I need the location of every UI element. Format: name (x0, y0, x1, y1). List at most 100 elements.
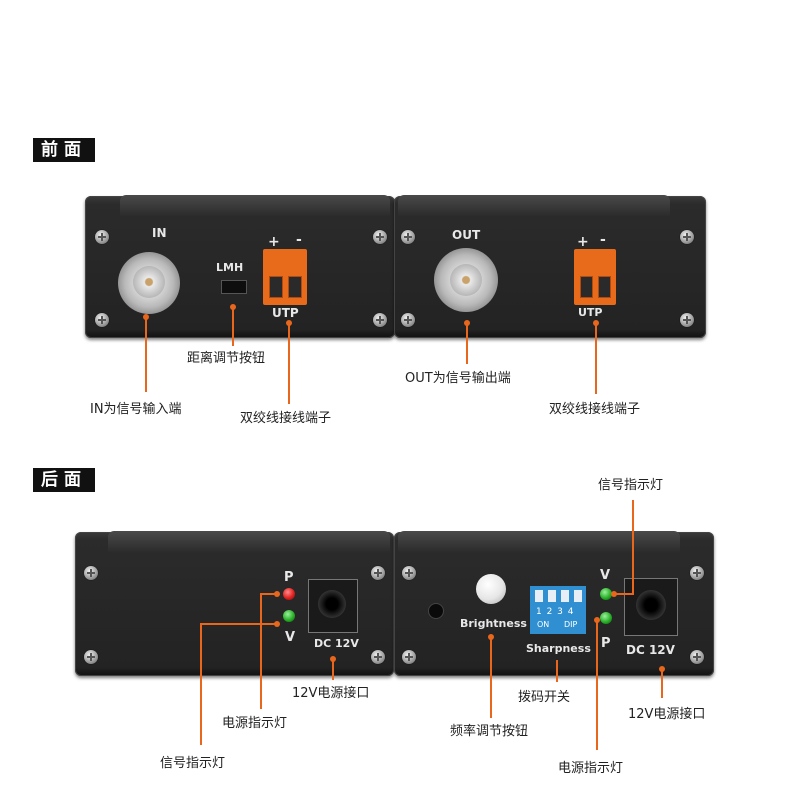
power-port-right-annotation: 12V电源接口 (628, 707, 706, 722)
screw-icon (371, 566, 385, 580)
signal-led-label-right: V (600, 568, 611, 583)
annotation-line (260, 593, 262, 709)
dc-jack-hole (636, 590, 666, 620)
annotation-line (632, 500, 634, 594)
screw-icon (680, 313, 694, 327)
screw-icon (84, 650, 98, 664)
annotation-dot (593, 320, 599, 326)
power-led-label-left: P (284, 570, 294, 585)
screw-icon (95, 230, 109, 244)
brightness-label: Brightness (460, 617, 527, 630)
distance-switch-annotation: 距离调节按钮 (187, 351, 266, 366)
utp-terminal-right-annotation: 双绞线接线端子 (549, 402, 641, 417)
dc-jack-hole (318, 590, 346, 618)
terminal-slot (598, 276, 611, 298)
terminal-plus-label: + (268, 234, 280, 250)
annotation-dot (464, 320, 470, 326)
lmh-switch-label: LMH (216, 261, 244, 274)
in-port-annotation: IN为信号输入端 (90, 402, 182, 417)
screw-icon (373, 313, 387, 327)
signal-led-label-left: V (285, 630, 296, 645)
annotation-line (145, 318, 147, 392)
annotation-line (556, 660, 558, 682)
power-led-label-right: P (601, 636, 611, 651)
screw-icon (402, 650, 416, 664)
annotation-line (596, 620, 598, 750)
annotation-dot (230, 304, 236, 310)
annotation-line (232, 308, 234, 346)
annotation-dot (286, 320, 292, 326)
screw-icon (401, 230, 415, 244)
bnc-in-core (133, 266, 165, 298)
power-led-right-annotation: 电源指示灯 (558, 761, 624, 776)
annotation-line (332, 660, 334, 680)
back-section-title: 后面 (33, 468, 95, 492)
front-right-device-top (398, 195, 670, 217)
terminal-slot (288, 276, 302, 298)
annotation-dot (143, 314, 149, 320)
utp-label-right: UTP (578, 306, 603, 319)
signal-led-icon (600, 588, 612, 600)
front-left-device-top (120, 195, 390, 217)
annotation-line (260, 593, 276, 595)
dip-numbers: 1 2 3 4 (536, 607, 575, 617)
frequency-knob-annotation: 频率调节按钮 (450, 724, 529, 739)
terminal-minus-label: - (296, 232, 302, 248)
out-port-label: OUT (452, 228, 481, 242)
dip-key[interactable] (561, 590, 569, 602)
utp-label-left: UTP (272, 306, 299, 320)
annotation-line (490, 638, 492, 718)
front-section-title: 前面 (33, 138, 95, 162)
screw-icon (401, 313, 415, 327)
terminal-minus-label: - (600, 232, 606, 248)
terminal-plus-label: + (577, 234, 589, 250)
screw-icon (680, 230, 694, 244)
annotation-dot (330, 656, 336, 662)
signal-led-icon (283, 610, 295, 622)
signal-led-left-annotation: 信号指示灯 (160, 756, 226, 771)
dip-dip-label: DIP (564, 620, 578, 629)
sensor-hole (428, 603, 444, 619)
annotation-line (595, 324, 597, 394)
signal-led-right-annotation: 信号指示灯 (598, 478, 664, 493)
annotation-line (466, 324, 468, 364)
annotation-dot (274, 591, 280, 597)
power-led-left-annotation: 电源指示灯 (222, 716, 288, 731)
screw-icon (690, 650, 704, 664)
terminal-slot (580, 276, 593, 298)
dc-label-right: DC 12V (626, 643, 675, 657)
annotation-line (661, 670, 663, 698)
lmh-switch[interactable] (221, 280, 247, 294)
power-led-icon (600, 612, 612, 624)
annotation-line (200, 623, 276, 625)
screw-icon (690, 566, 704, 580)
in-port-label: IN (152, 226, 167, 240)
power-port-left-annotation: 12V电源接口 (292, 686, 370, 701)
screw-icon (402, 566, 416, 580)
dip-key[interactable] (548, 590, 556, 602)
annotation-dot (274, 621, 280, 627)
utp-terminal-left-annotation: 双绞线接线端子 (240, 411, 332, 426)
out-port-annotation: OUT为信号输出端 (405, 371, 511, 386)
dc-label-left: DC 12V (314, 637, 359, 650)
sharpness-label: Sharpness (526, 642, 591, 655)
back-left-device-top (108, 531, 390, 553)
screw-icon (373, 230, 387, 244)
screw-icon (371, 650, 385, 664)
brightness-knob[interactable] (476, 574, 506, 604)
annotation-line (200, 623, 202, 745)
bnc-out-core (450, 264, 482, 296)
annotation-dot (488, 634, 494, 640)
screw-icon (95, 313, 109, 327)
annotation-line (614, 593, 634, 595)
dip-on-label: ON (537, 620, 550, 629)
annotation-dot (659, 666, 665, 672)
annotation-dot (611, 591, 617, 597)
power-led-icon (283, 588, 295, 600)
dip-key[interactable] (535, 590, 543, 602)
dip-key[interactable] (574, 590, 582, 602)
back-right-device-top (398, 531, 680, 553)
screw-icon (84, 566, 98, 580)
dip-switch-annotation: 拨码开关 (518, 690, 571, 705)
terminal-slot (269, 276, 283, 298)
